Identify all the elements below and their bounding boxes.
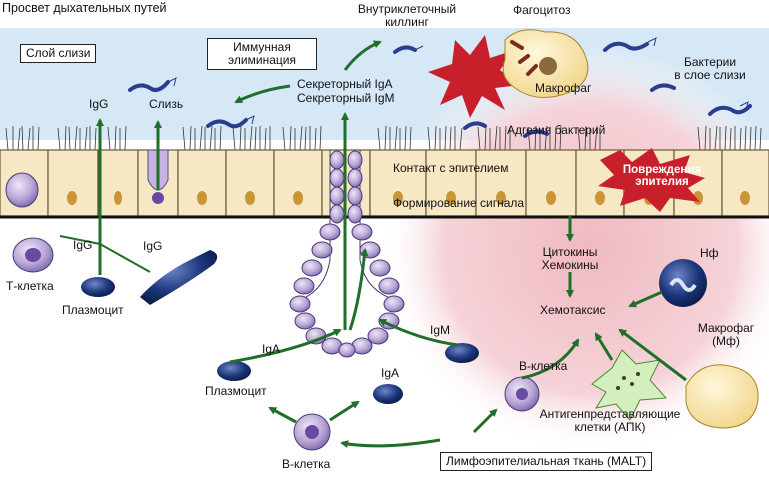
macrophage-mf-label: Макрофаг (Мф) xyxy=(697,321,755,348)
immune-elimination-label: Иммунная элиминация xyxy=(207,38,317,70)
apc-label: Антигенпредставляющие клетки (АПК) xyxy=(539,407,681,434)
plasmocyte-left-cell xyxy=(81,277,115,297)
igg-top-label: IgG xyxy=(89,97,109,111)
macrophage-top-label: Макрофаг xyxy=(535,81,592,95)
bacteria-flagella xyxy=(167,37,749,125)
intracellular-killing-label: Внутриклеточный киллинг xyxy=(357,2,457,29)
goblet-cell-nucleus xyxy=(152,192,164,204)
b-cell-mid-label: В-клетка xyxy=(519,359,568,373)
epithelial-nuclei xyxy=(67,191,750,205)
igm-label: IgM xyxy=(430,323,451,337)
killing-burst xyxy=(428,35,520,118)
iga-low-label: IgA xyxy=(381,366,400,380)
plasmocyte-igm-cell xyxy=(445,343,479,363)
chemotaxis-label: Хемотаксис xyxy=(540,303,606,317)
plasmocyte-mid-cell xyxy=(217,361,251,381)
bacteria-in-mucus-label: Бактерии в слое слизи xyxy=(674,55,746,82)
epithelium-contact-label: Контакт с эпителием xyxy=(393,161,509,175)
t-cell-label: Т-клетка xyxy=(6,279,54,293)
malt-label: Лимфоэпителиальная ткань (MALT) xyxy=(440,452,653,471)
cytokines-label: Цитокины Хемокины xyxy=(541,245,599,272)
nf-label: Нф xyxy=(700,246,719,260)
mucus-layer-label: Слой слизи xyxy=(20,44,97,63)
igg-left1-label: IgG xyxy=(73,238,93,252)
macrophage-mf-cell xyxy=(685,364,759,429)
gland xyxy=(289,150,405,358)
bacterial-adhesion-label: Адгезия бактерий xyxy=(507,123,606,137)
damage-burst xyxy=(598,148,705,212)
signal-formation-label: Формирование сигнала xyxy=(393,196,525,210)
epithelium-damage-label: Повреждения эпителия xyxy=(622,164,702,188)
phagocytosed-bacteria xyxy=(510,40,538,76)
iga-mid-label: IgA xyxy=(262,342,281,356)
phagocytosis-label: Фагоцитоз xyxy=(513,3,571,17)
cilia xyxy=(5,125,762,151)
plasmocyte-iga-cell xyxy=(373,384,403,404)
igg-left2-label: IgG xyxy=(143,239,163,253)
plasmocyte-mid-label: Плазмоцит xyxy=(205,384,267,398)
secretory-igm-label: Секреторный IgM xyxy=(297,91,395,105)
plasmocyte-left-label: Плазмоцит xyxy=(62,303,124,317)
airway-lumen-label: Просвет дыхательных путей xyxy=(2,1,167,15)
b-cell-low-label: В-клетка xyxy=(282,457,331,471)
macrophage-top-nucleus xyxy=(539,57,557,75)
igg-lines xyxy=(59,235,151,273)
epithelial-lymphocyte xyxy=(5,172,39,208)
secretory-iga-label: Секреторный IgA xyxy=(297,77,393,91)
apc-cell xyxy=(591,349,668,421)
mucus-label: Слизь xyxy=(149,97,184,111)
arrows xyxy=(96,40,687,449)
elongated-cell xyxy=(140,250,218,305)
bacteria-group xyxy=(128,41,752,138)
